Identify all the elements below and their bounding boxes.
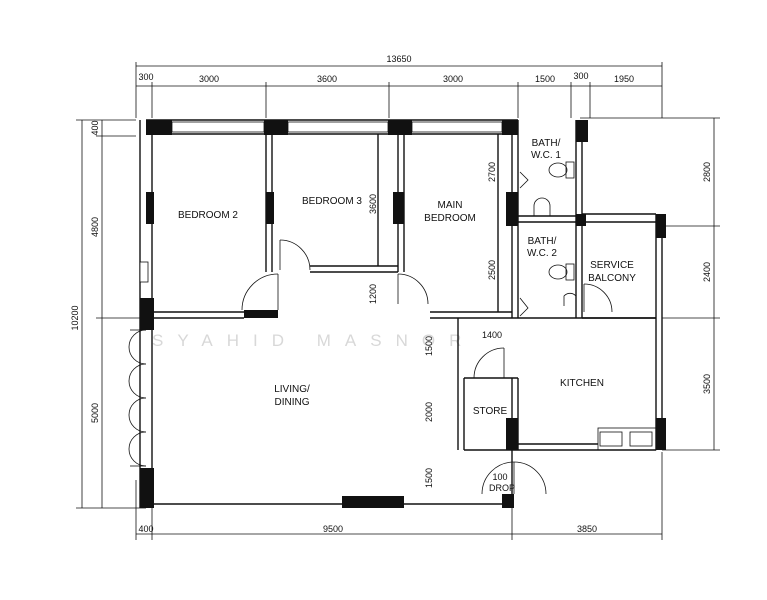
dim-top-1: 300 [138,72,153,82]
dim-bottom-2: 9500 [323,524,343,534]
dim-store-width: 1400 [482,330,502,340]
dim-top-4: 3000 [443,74,463,84]
room-living-dining-line2: DINING [275,397,310,408]
structural-columns [140,120,666,508]
right-dimension-lines [580,117,720,451]
room-store: STORE [473,406,508,417]
room-bath-2-line1: BATH/ [528,236,557,247]
room-main-bedroom-line2: BEDROOM [424,213,476,224]
dim-left-2: 4800 [90,217,100,237]
dim-top-3: 3600 [317,74,337,84]
windows [139,121,503,283]
room-bath-2-line2: W.C. 2 [527,248,557,259]
room-bath-1-line2: W.C. 1 [531,150,561,161]
door-swings [128,171,613,495]
drop-label-line2: DROP [489,483,515,493]
dim-overall-width: 13650 [386,54,411,64]
dim-living-1: 1500 [424,336,434,356]
room-bedroom-2: BEDROOM 2 [178,210,238,221]
room-living-dining-line1: LIVING/ [274,384,310,395]
watermark-text: SYAHID MASNOR [152,331,475,350]
dim-top-2: 3000 [199,74,219,84]
bottom-dimension-lines [135,452,663,540]
dim-living-2: 2000 [424,402,434,422]
dim-top-5: 1500 [535,74,555,84]
bath-fixtures [533,161,577,306]
dim-bottom-1: 400 [138,524,153,534]
room-bedroom-3: BEDROOM 3 [302,196,362,207]
walls [139,119,663,508]
dim-bottom-3: 3850 [577,524,597,534]
drop-label-line1: 100 [492,472,507,482]
dim-bath2: 2500 [487,260,497,280]
room-bath-1-line1: BATH/ [532,138,561,149]
dim-right-2: 2400 [702,262,712,282]
room-main-bedroom-line1: MAIN [438,200,463,211]
dim-bath1: 2700 [487,162,497,182]
dim-bedroom3-height: 3600 [368,194,378,214]
left-dimension-lines [76,119,146,509]
room-kitchen: KITCHEN [560,378,604,389]
dim-left-1: 400 [90,120,100,135]
dim-right-1: 2800 [702,162,712,182]
dim-right-3: 3500 [702,374,712,394]
dim-top-7: 1950 [614,74,634,84]
dim-top-6: 300 [573,71,588,81]
dim-living-3: 1500 [424,468,434,488]
room-service-balcony-line2: BALCONY [588,273,636,284]
dim-left-3: 5000 [90,403,100,423]
room-service-balcony-line1: SERVICE [590,260,634,271]
dim-corridor: 1200 [368,284,378,304]
dim-overall-height: 10200 [70,305,80,330]
top-dimension-lines [135,62,663,118]
